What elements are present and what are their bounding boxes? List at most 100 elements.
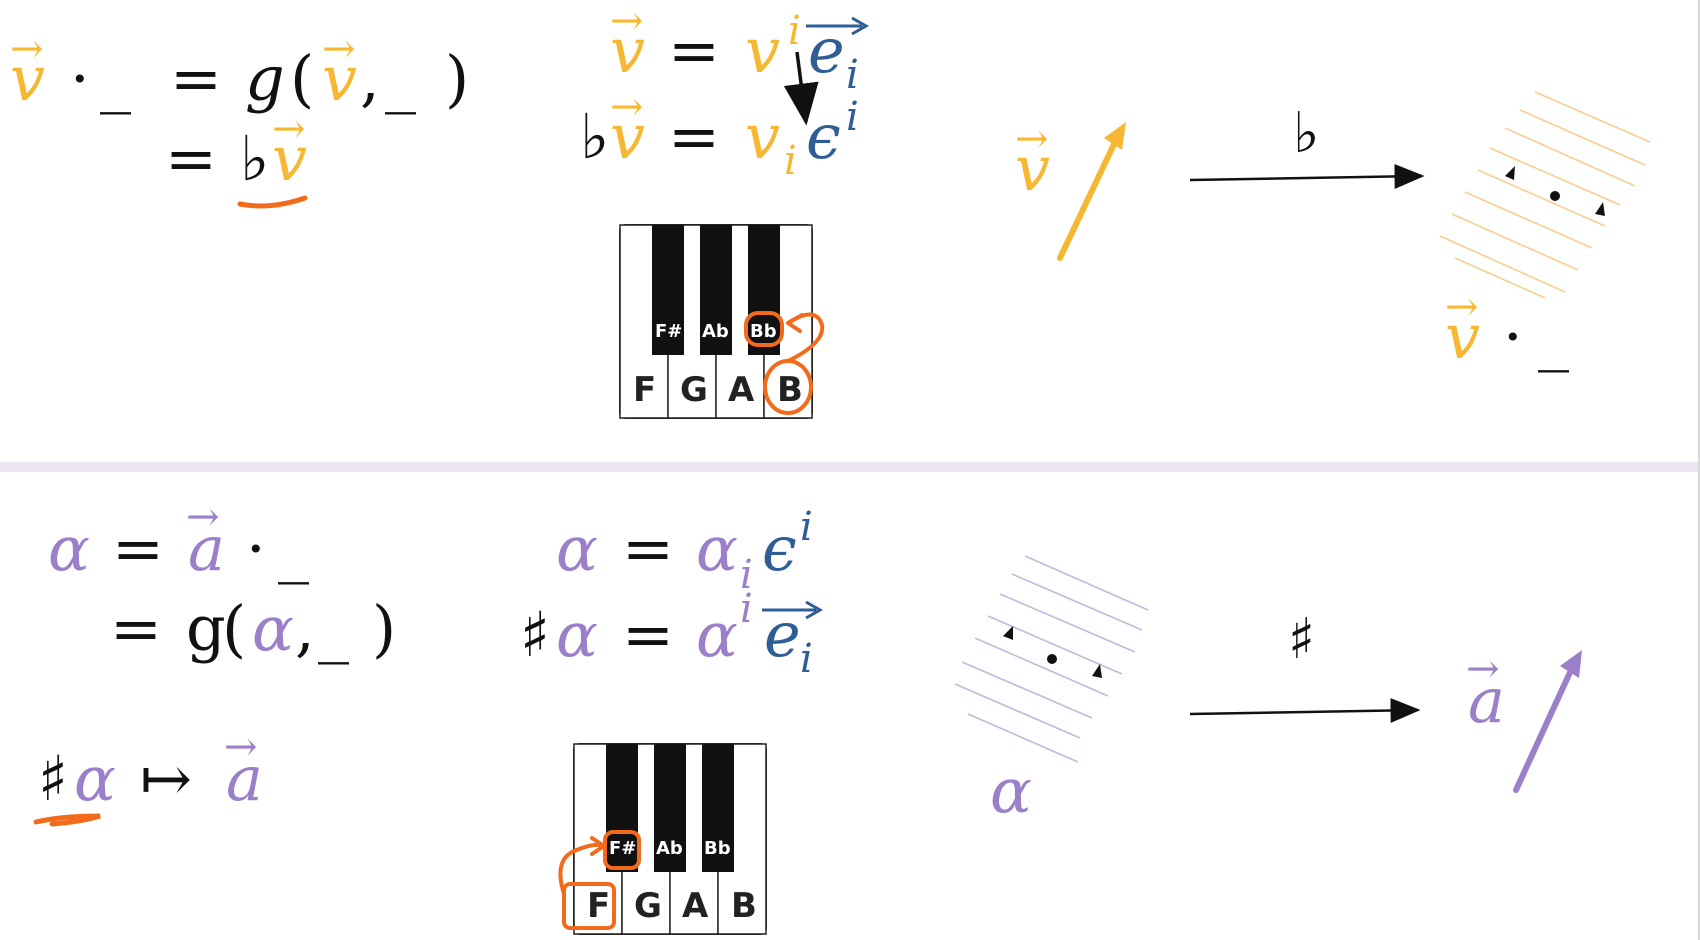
black-key-label: Bb <box>704 838 731 859</box>
top-panel-canvas: v → · _ = g ( v → , _ ) = ♭ v → v → = v … <box>10 0 1651 419</box>
sharp-symbol: ♯ <box>1288 607 1315 672</box>
covector-plane-line <box>961 661 1093 719</box>
covector-plane-line <box>1534 91 1651 143</box>
piano-keyboard-flat: F G A B F# Ab Bb <box>619 224 825 419</box>
orientation-marker <box>1595 202 1605 216</box>
superscript-i: i <box>740 586 753 632</box>
covector-alpha: α <box>48 512 90 585</box>
superscript-i: i <box>846 94 859 140</box>
black-key-label: Ab <box>656 838 683 859</box>
vector-arrow-shaft <box>1513 665 1575 793</box>
vector-arrow-head <box>1560 650 1582 678</box>
covector-plane-line <box>1454 257 1546 299</box>
vector-v: v <box>10 42 45 115</box>
covector-plane-line <box>1024 555 1149 611</box>
black-key-label: F# <box>655 321 682 342</box>
sharp-symbol: ♯ <box>38 742 68 815</box>
covector-label: v → · _ <box>1445 284 1569 373</box>
vector-v: v <box>1445 300 1480 373</box>
vector-arrow-accent: → <box>224 724 258 770</box>
flat-symbol: ♭ <box>1293 101 1319 166</box>
covector-origin-dot <box>1047 654 1057 664</box>
covector-origin-dot <box>1550 191 1560 201</box>
vector-v-visual: v → <box>1015 116 1126 261</box>
covector-plane-line <box>1504 127 1636 187</box>
bottom-panel-sharp-operation: α = a → · _ = g ( α , _ ) ♯ α ↦ a → α = … <box>0 472 1700 940</box>
covector-plane-line <box>1011 573 1143 631</box>
black-key <box>702 744 734 872</box>
dot-operator: · <box>246 512 266 585</box>
covector-alpha: α <box>556 512 598 585</box>
covector-alpha: α <box>556 598 598 671</box>
metric-g: g <box>245 42 285 115</box>
vector-arrow-accent: → <box>10 26 44 72</box>
flat-symbol: ♭ <box>580 100 609 173</box>
equals-sign: = <box>622 512 674 585</box>
equals-sign: = <box>622 598 674 671</box>
vector-arrow-accent: → <box>272 106 306 152</box>
dot-operator: · <box>70 42 90 115</box>
black-key <box>654 744 686 872</box>
subscript-i: i <box>846 52 859 98</box>
component-alpha: α <box>696 512 738 585</box>
dual-basis-epsilon: ϵ <box>806 100 841 173</box>
section-divider <box>0 462 1700 472</box>
covector-component-equation: α = α i ϵ i <box>556 504 813 598</box>
covector-plane-line <box>954 683 1081 739</box>
highlight-black-key-annotation <box>603 830 641 870</box>
covector-label: α <box>990 754 1032 827</box>
vector-arrow-accent: → <box>1466 646 1500 692</box>
orientation-marker <box>1505 166 1515 180</box>
metric-g: g <box>186 592 226 665</box>
flat-map-arrow: ♭ <box>1189 101 1425 189</box>
subscript-i: i <box>740 552 753 598</box>
equals-sign: = <box>112 512 164 585</box>
covector-plane-line <box>967 713 1079 763</box>
index-lowering-arrow <box>783 51 819 126</box>
equals-sign: = <box>110 592 162 665</box>
right-border <box>1698 0 1700 940</box>
black-key-label: F# <box>609 838 636 859</box>
covector-alpha: α <box>74 742 116 815</box>
sharp-underline-annotation <box>33 813 101 827</box>
dot-operator: · <box>1503 300 1523 373</box>
vector-label: v <box>1015 132 1050 205</box>
annotation-arrowhead <box>786 313 804 333</box>
orientation-marker <box>1092 664 1102 678</box>
map-arrow-line <box>1189 163 1425 189</box>
sharp-map-statement: ♯ α ↦ a → <box>38 724 263 815</box>
highlight-white-key-annotation <box>562 882 616 930</box>
flat-underline-annotation <box>237 195 308 209</box>
piano-keyboard-sharp: F G A B F# Ab Bb <box>558 743 767 935</box>
comma: , <box>295 592 315 665</box>
blank-slot: _ <box>1538 300 1569 373</box>
blank-slot: _ <box>318 592 349 665</box>
basis-arrow-head <box>805 600 824 620</box>
black-key-label: Ab <box>702 321 729 342</box>
white-key-label: A <box>728 370 755 410</box>
white-key-label: G <box>634 886 662 926</box>
blank-slot: _ <box>385 42 416 115</box>
equals-sign: = <box>668 100 720 173</box>
vector-arrow-accent: → <box>1445 284 1479 330</box>
flat-definition-equation: v → · _ = g ( v → , _ ) <box>10 26 469 115</box>
maps-to-arrow: ↦ <box>140 742 192 815</box>
covector-plane-line <box>974 637 1109 697</box>
covector-alpha: α <box>252 592 294 665</box>
vector-arrow-accent: → <box>1015 116 1049 162</box>
component-v: v <box>745 14 780 87</box>
vector-a-visual: a → <box>1466 646 1582 793</box>
covector-plane-line <box>987 615 1123 675</box>
dual-basis-epsilon: ϵ <box>762 512 797 585</box>
covector-alpha-visual <box>954 555 1149 763</box>
close-paren: ) <box>372 592 396 665</box>
vector-arrow-shaft <box>1057 137 1119 261</box>
white-key-label: G <box>680 370 708 410</box>
bottom-panel-canvas: α = a → · _ = g ( α , _ ) ♯ α ↦ a → α = … <box>33 494 1582 935</box>
vector-a: a <box>226 742 263 815</box>
component-alpha: α <box>696 598 738 671</box>
equals-sign: = <box>668 14 720 87</box>
equals-sign: = <box>165 122 217 195</box>
map-arrow-line <box>1189 697 1421 723</box>
black-key <box>652 225 684 355</box>
